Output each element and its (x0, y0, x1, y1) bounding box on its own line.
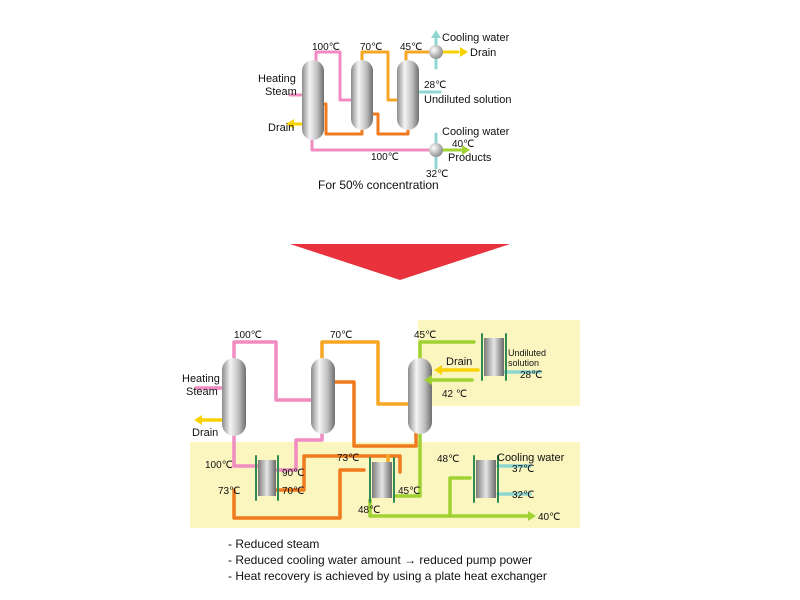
plate-hx-3 (473, 455, 499, 503)
top-vessel-3 (397, 60, 419, 130)
bot-drain-left-arrow (194, 415, 202, 425)
plate-hx-1 (255, 455, 279, 501)
top-temp-70: 70℃ (360, 42, 382, 53)
bot-temp-90: 90℃ (282, 468, 304, 479)
bot-temp-37: 37℃ (512, 464, 534, 475)
top-temp-32: 32℃ (426, 169, 448, 180)
top-vapor-2 (360, 50, 404, 102)
top-temp-40: 40℃ (452, 139, 474, 150)
bot-temp-45-top: 45℃ (414, 330, 436, 341)
benefits-list: - Reduced steam - Reduced cooling water … (228, 536, 547, 584)
top-condenser-ball-2 (429, 143, 443, 157)
bot-temp-73b: 73℃ (337, 453, 359, 464)
bot-condensate-2 (274, 428, 324, 472)
bot-heating-steam-1: Heating (182, 373, 220, 385)
top-temp-100a: 100℃ (312, 42, 340, 53)
bot-temp-100-hx: 100℃ (205, 460, 233, 471)
bot-hx1-cold (274, 454, 402, 492)
bottom-process (194, 333, 542, 521)
bot-temp-42: 42 ℃ (442, 389, 467, 400)
top-cooling-water-2: Cooling water (442, 126, 510, 138)
top-vapor-3 (404, 50, 432, 62)
top-caption: For 50% concentration (318, 178, 439, 192)
bot-temp-70-hx: 70℃ (282, 486, 304, 497)
top-heating-steam-2: Steam (265, 86, 297, 98)
bot-vessel-1 (222, 358, 246, 436)
bot-vapor-2 (320, 340, 414, 406)
top-condensate-line (310, 138, 432, 152)
benefit-item: - Reduced cooling water amount → reduced… (228, 553, 533, 567)
top-products-label: Products (448, 152, 492, 164)
benefit-item: - Reduced steam (228, 537, 320, 551)
bot-vapor-3 (418, 340, 476, 364)
top-process (286, 30, 470, 170)
bot-condensate-1 (232, 430, 260, 468)
top-product-arrow (462, 145, 470, 155)
bot-product-arrow (528, 511, 536, 521)
bot-undiluted-1: Undiluted (508, 348, 546, 358)
top-drain-arrow-left (286, 119, 294, 129)
top-vapor-1 (314, 50, 358, 102)
bot-42-arrow (424, 375, 432, 385)
bot-drain-label: Drain (192, 427, 218, 439)
top-drain-label: Drain (268, 122, 294, 134)
plate-hx-4 (481, 333, 507, 381)
top-labels: Heating Steam Drain 100℃ 70℃ 45℃ Cooling… (258, 32, 511, 192)
bot-vessel-2 (311, 358, 335, 434)
top-cw-arrow-up (431, 30, 441, 38)
bot-cooling-water: Cooling water (497, 452, 565, 464)
bot-conc-out (394, 430, 422, 498)
top-condenser-ball-1 (429, 45, 443, 59)
top-temp-100b: 100℃ (371, 152, 399, 163)
benefit-item: - Heat recovery is achieved by using a p… (228, 569, 547, 583)
bot-hx1-out (232, 468, 366, 520)
bot-temp-40: 40℃ (538, 512, 560, 523)
bot-vessel-3 (408, 358, 432, 434)
bot-temp-73a: 73℃ (218, 486, 240, 497)
top-cooling-water-1: Cooling water (442, 32, 510, 44)
bot-temp-70-top: 70℃ (330, 330, 352, 341)
bot-undiluted-2: solution (508, 358, 539, 368)
top-temp-45: 45℃ (400, 42, 422, 53)
bot-temp-32: 32℃ (512, 490, 534, 501)
top-drain-arrow (460, 47, 468, 57)
top-drain-2: Drain (470, 47, 496, 59)
transition-arrow (290, 244, 510, 280)
top-undiluted-label: Undiluted solution (424, 94, 511, 106)
bot-temp-45-hx: 45℃ (398, 486, 420, 497)
top-heating-steam-1: Heating (258, 73, 296, 85)
top-vessel-2 (351, 60, 373, 130)
top-temp-28: 28℃ (424, 80, 446, 91)
bot-temp-28: 28℃ (520, 370, 542, 381)
bot-temp-48b: 48℃ (358, 505, 380, 516)
bot-temp-100-top: 100℃ (234, 330, 262, 341)
bot-drain-right-arrow (434, 365, 442, 375)
bot-drain-right-label: Drain (446, 356, 472, 368)
bottom-labels: Heating Steam Drain 100℃ 70℃ 45℃ Drain U… (182, 330, 565, 523)
top-vessel-1 (302, 60, 324, 140)
bot-heating-steam-2: Steam (186, 386, 218, 398)
bot-vapor-1 (232, 340, 318, 402)
plate-hx-2 (369, 457, 395, 503)
top-liquor-2 (368, 112, 410, 136)
bot-liquor-1 (328, 380, 418, 448)
bot-cw-in (496, 464, 532, 496)
bot-temp-48a: 48℃ (437, 454, 459, 465)
